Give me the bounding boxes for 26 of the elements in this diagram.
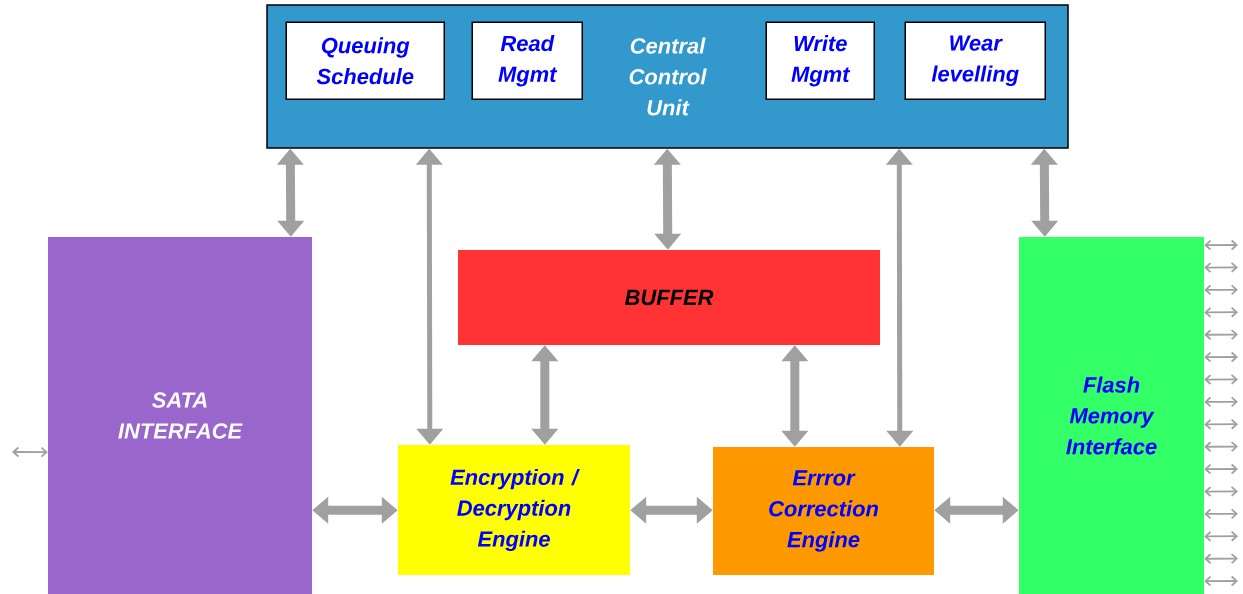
signal-arrow xyxy=(1204,486,1238,497)
signal-arrow xyxy=(1204,262,1238,273)
buffer-box: BUFFER xyxy=(458,250,880,345)
signal-arrow xyxy=(1204,575,1238,587)
signal-arrow xyxy=(1204,306,1238,318)
signal-arrow xyxy=(1204,396,1238,408)
signal-arrow xyxy=(12,446,48,458)
function-box: Write Mgmt xyxy=(765,21,875,100)
signal-arrow xyxy=(1204,351,1238,363)
function-box: Wear levelling xyxy=(904,21,1046,100)
signal-arrow xyxy=(1204,441,1238,453)
signal-arrow xyxy=(1204,284,1238,296)
signal-arrow xyxy=(1204,239,1238,251)
signal-arrow xyxy=(1204,463,1238,475)
engine-box: Errror Correction Engine xyxy=(713,447,934,575)
signal-arrow xyxy=(1204,418,1238,430)
interface-box: SATA INTERFACE xyxy=(48,237,312,594)
signal-arrow xyxy=(1204,553,1238,565)
function-box: Queuing Schedule xyxy=(285,21,445,100)
signal-arrow xyxy=(1204,374,1238,385)
function-box: Read Mgmt xyxy=(471,21,583,100)
signal-arrow xyxy=(1204,508,1238,520)
signal-arrow xyxy=(1204,329,1238,341)
engine-box: Encryption / Decryption Engine xyxy=(398,445,630,575)
signal-arrow xyxy=(1204,530,1238,542)
interface-box: Flash Memory Interface xyxy=(1019,237,1204,594)
